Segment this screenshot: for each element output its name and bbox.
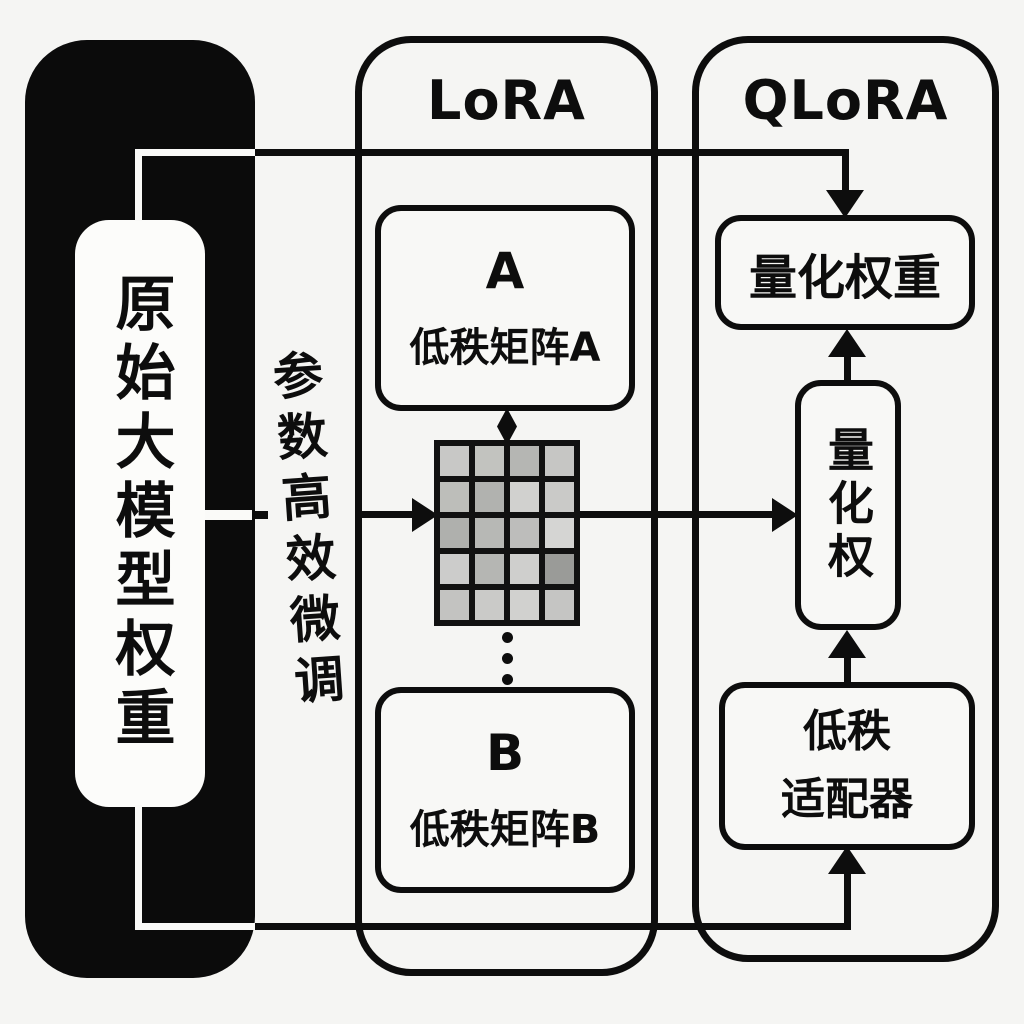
arrow-up-icon bbox=[828, 329, 866, 357]
quantized-weights-label: 量化权重 bbox=[748, 249, 941, 306]
connector-top-white-horizontal bbox=[135, 149, 255, 156]
quantized-weight-vertical-box: 量化权 bbox=[795, 380, 901, 630]
vertical-ellipsis-dot bbox=[502, 653, 513, 664]
matrix-cell bbox=[545, 590, 574, 620]
connector-bottom-horizontal bbox=[255, 923, 851, 930]
matrix-cell bbox=[510, 518, 539, 548]
matrix-cell bbox=[545, 482, 574, 512]
matrix-cell bbox=[510, 554, 539, 584]
matrix-cell bbox=[440, 590, 469, 620]
matrix-cell bbox=[475, 446, 504, 476]
delta-weight-matrix bbox=[434, 440, 580, 626]
matrix-cell bbox=[545, 518, 574, 548]
vertical-ellipsis-dot bbox=[502, 674, 513, 685]
matrix-cell bbox=[440, 554, 469, 584]
matrix-cell bbox=[510, 482, 539, 512]
lora-title: LoRA bbox=[427, 69, 586, 132]
matrix-a-letter: A bbox=[485, 241, 525, 300]
arrow-right-icon bbox=[412, 498, 438, 532]
matrix-cell bbox=[440, 518, 469, 548]
low-rank-matrix-b-box: B 低秩矩阵B bbox=[375, 687, 635, 893]
matrix-cell bbox=[440, 446, 469, 476]
connector-bottom-white-vertical bbox=[135, 805, 142, 930]
connector-mid-line-left bbox=[358, 511, 416, 518]
connector-qw-vertical bbox=[844, 356, 851, 383]
quantized-weights-box: 量化权重 bbox=[715, 215, 975, 330]
arrow-down-icon bbox=[826, 190, 864, 218]
connector-adapter-vertical bbox=[844, 657, 851, 685]
matrix-b-label: 低秩矩阵B bbox=[409, 806, 601, 853]
matrix-cell bbox=[545, 446, 574, 476]
connector-top-white-vertical bbox=[135, 149, 142, 221]
original-weights-label: 原始大模型权重 bbox=[105, 272, 175, 755]
qlora-title: QLoRA bbox=[742, 69, 949, 132]
qlora-panel: QLoRA bbox=[692, 36, 999, 962]
connector-mid-white-dash bbox=[205, 510, 252, 520]
low-rank-adapter-label-line1: 低秩 bbox=[803, 705, 891, 757]
diamond-connector-icon bbox=[497, 408, 517, 445]
matrix-cell bbox=[440, 482, 469, 512]
peft-label: 参数高效微调 bbox=[263, 347, 347, 717]
matrix-cell bbox=[510, 590, 539, 620]
quantized-weight-vertical-label: 量化权 bbox=[821, 425, 875, 585]
matrix-b-letter: B bbox=[485, 723, 525, 782]
arrow-up-icon bbox=[828, 630, 866, 658]
matrix-cell bbox=[475, 554, 504, 584]
low-rank-adapter-box: 低秩 适配器 bbox=[719, 682, 975, 850]
matrix-cell bbox=[475, 482, 504, 512]
connector-mid-line-right bbox=[577, 511, 775, 518]
original-weights-box: 原始大模型权重 bbox=[75, 220, 205, 807]
matrix-a-label: 低秩矩阵A bbox=[409, 324, 601, 371]
connector-mid-nub bbox=[255, 511, 268, 519]
arrow-right-icon bbox=[772, 498, 798, 532]
matrix-cell bbox=[475, 518, 504, 548]
connector-top-drop bbox=[842, 149, 849, 193]
arrow-up-icon bbox=[828, 846, 866, 874]
connector-bottom-white-horizontal bbox=[135, 923, 255, 930]
connector-bottom-rise bbox=[844, 873, 851, 930]
low-rank-matrix-a-box: A 低秩矩阵A bbox=[375, 205, 635, 411]
lora-panel: LoRA bbox=[355, 36, 658, 976]
matrix-cell bbox=[475, 590, 504, 620]
low-rank-adapter-label-line2: 适配器 bbox=[781, 774, 913, 825]
matrix-cell bbox=[510, 446, 539, 476]
matrix-cell bbox=[545, 554, 574, 584]
connector-top-horizontal bbox=[255, 149, 849, 156]
vertical-ellipsis-dot bbox=[502, 632, 513, 643]
